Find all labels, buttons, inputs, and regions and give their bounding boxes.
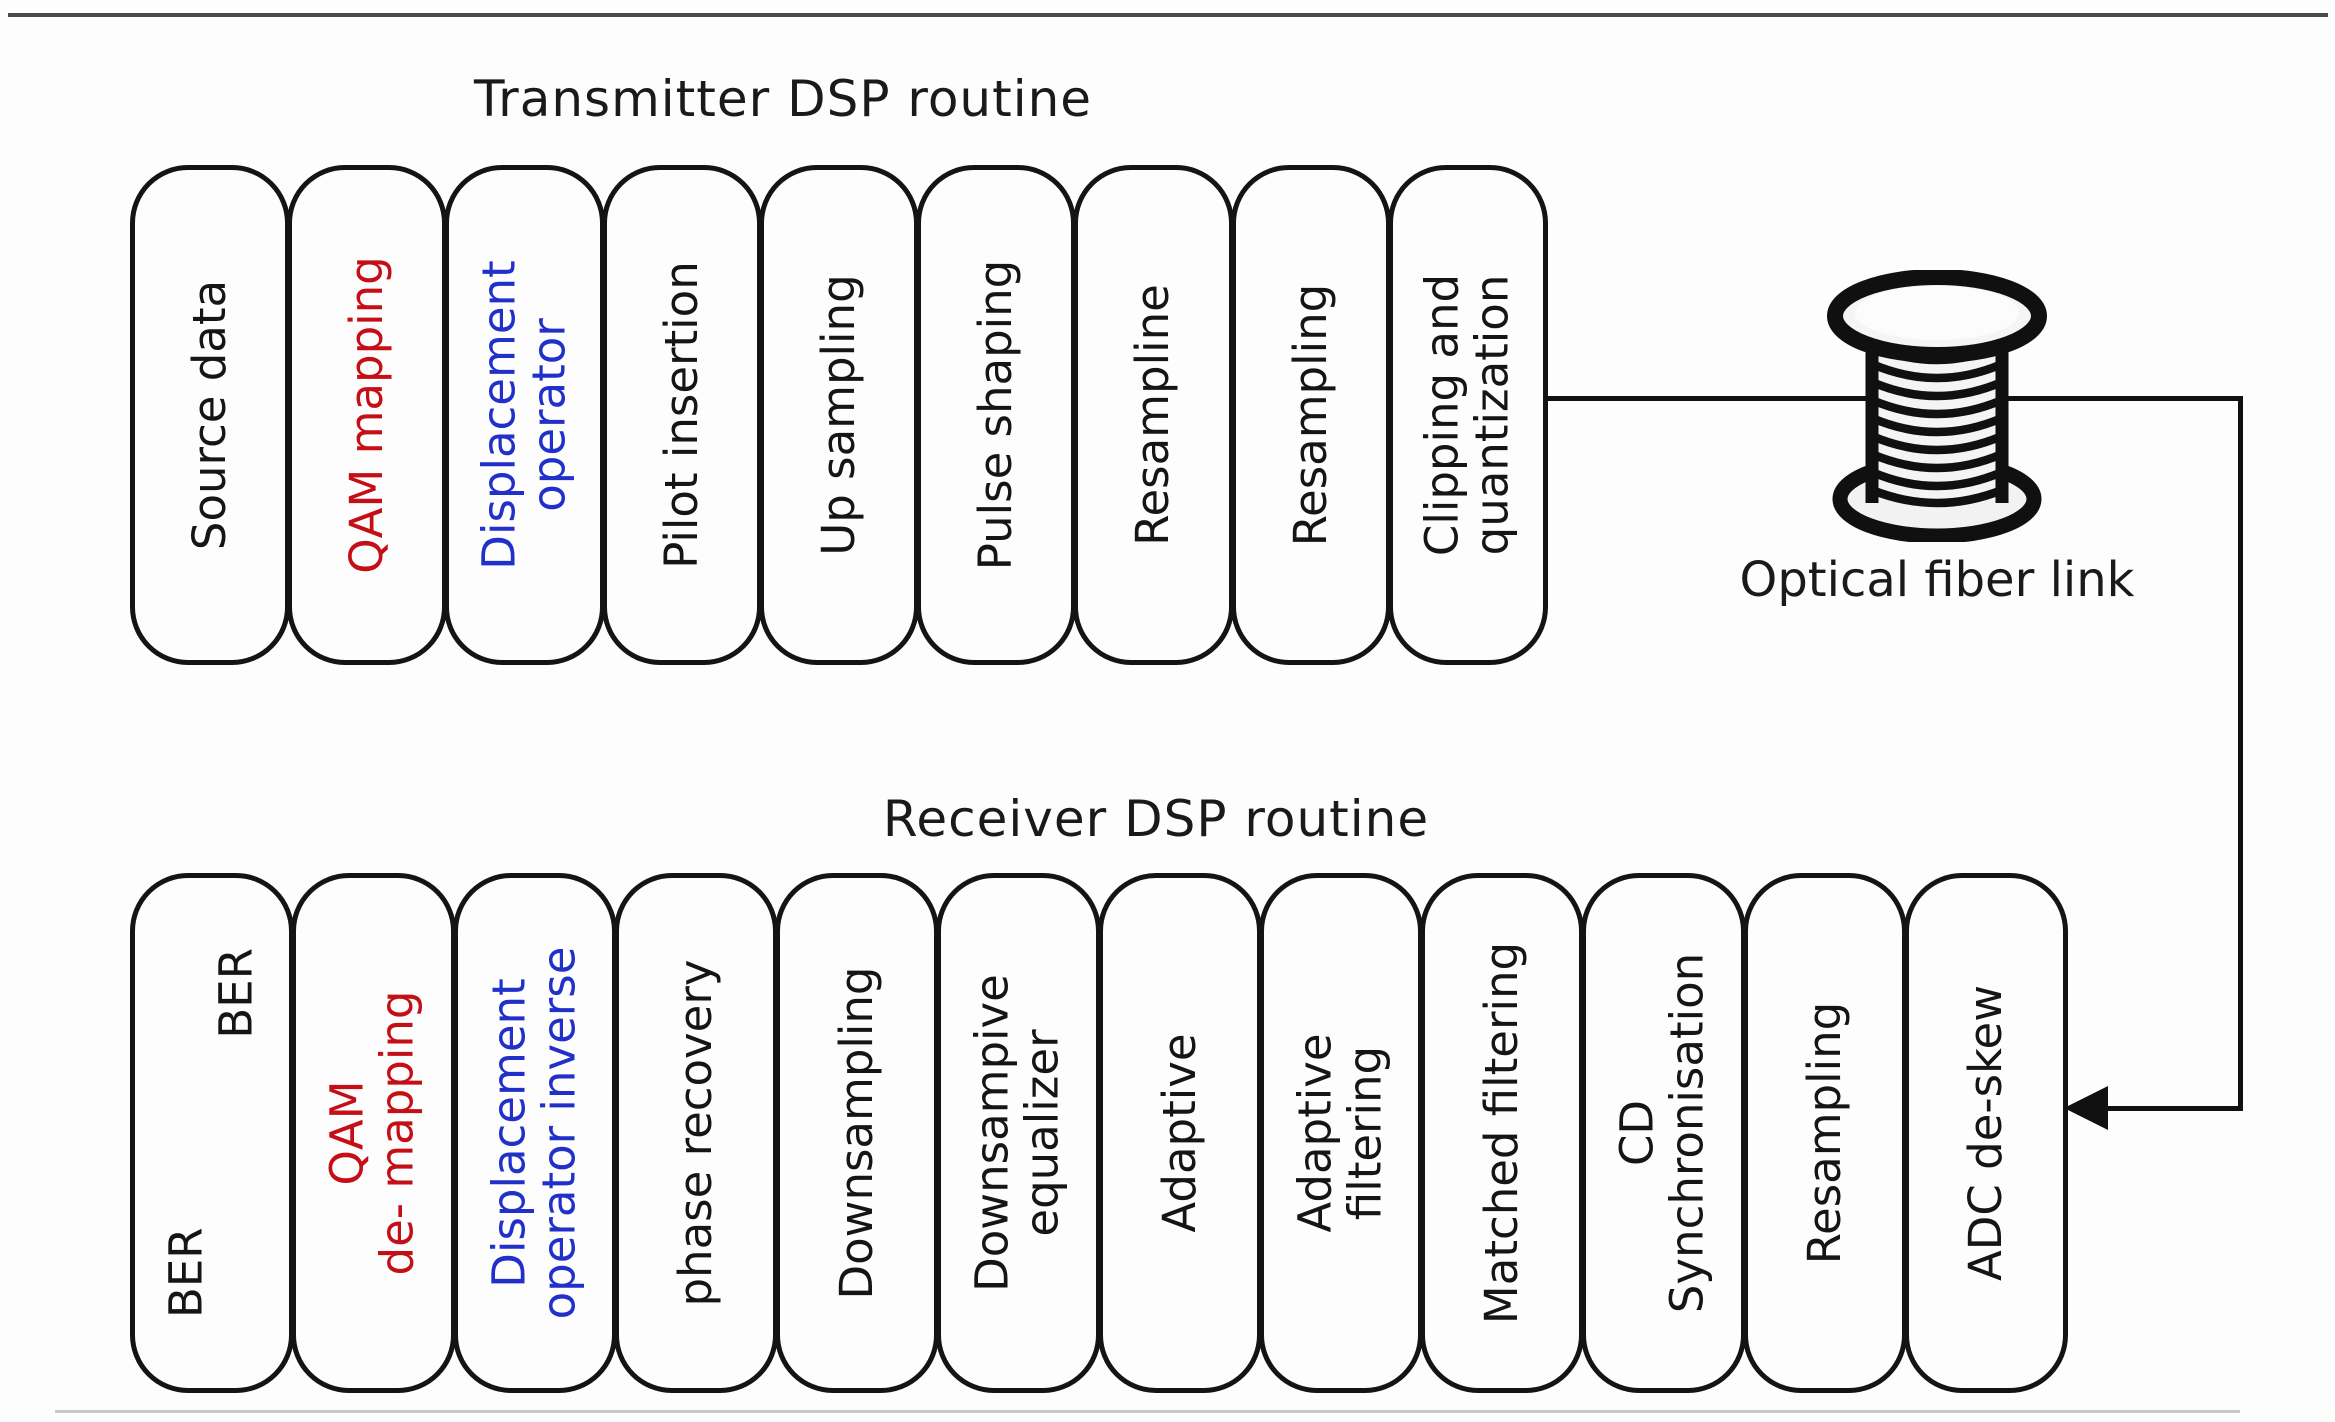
dsp-box-pilot-insertion: Pilot insertion (601, 165, 762, 665)
fiber-spool-icon (1827, 270, 2047, 542)
dsp-box-label: phase recovery (668, 959, 722, 1307)
fiber-link-label: Optical fiber link (1739, 552, 2135, 608)
dsp-box-phase-recovery: phase recovery (613, 873, 778, 1393)
dsp-box-source-data: Source data (130, 165, 291, 665)
dsp-box-label: Pulse shaping (969, 259, 1023, 571)
dsp-box-label: Matched filtering (1474, 941, 1528, 1325)
dsp-box-pulse-shaping: Pulse shaping (916, 165, 1077, 665)
dsp-box-label: Source data (182, 279, 236, 551)
dsp-box-label: QAM mapping (340, 256, 394, 574)
dsp-box-adaptive: Adaptive (1097, 873, 1262, 1393)
dsp-box-label: Resampling (1283, 283, 1337, 547)
receiver-title: Receiver DSP routine (882, 790, 1430, 848)
dsp-box-label: Resampling (1797, 1001, 1851, 1265)
transmitter-title: Transmitter DSP routine (473, 70, 1093, 128)
dsp-box-adc-de-skew: ADC de-skew (1903, 873, 2068, 1393)
connector-line-right (2238, 396, 2243, 1111)
dsp-box-label: Up sampling (811, 274, 865, 556)
dsp-box-qam-mapping: QAM mapping (287, 165, 448, 665)
dsp-box-resampling: Resampling (1230, 165, 1391, 665)
dsp-box-label: Pilot insertion (654, 261, 708, 569)
dsp-box-label: Resampline (1126, 284, 1180, 546)
connector-line-bottom (2100, 1106, 2243, 1111)
dsp-box-label: ADC de-skew (1958, 984, 2012, 1282)
dsp-box-downsampling: Downsampling (775, 873, 940, 1393)
dsp-box-up-sampling: Up sampling (758, 165, 920, 665)
flow-arrowhead-icon (2064, 1086, 2108, 1130)
top-border-rule (8, 13, 2328, 17)
dsp-box-matched-filtering: Matched filtering (1420, 873, 1585, 1393)
dsp-box-label: Downsampling (829, 966, 883, 1300)
dsp-box-resampline: Resampline (1073, 165, 1234, 665)
dsp-box-resampling: Resampling (1742, 873, 1907, 1393)
dsp-box-label: Adaptive (1152, 1033, 1206, 1233)
bottom-border-rule (55, 1410, 2240, 1413)
